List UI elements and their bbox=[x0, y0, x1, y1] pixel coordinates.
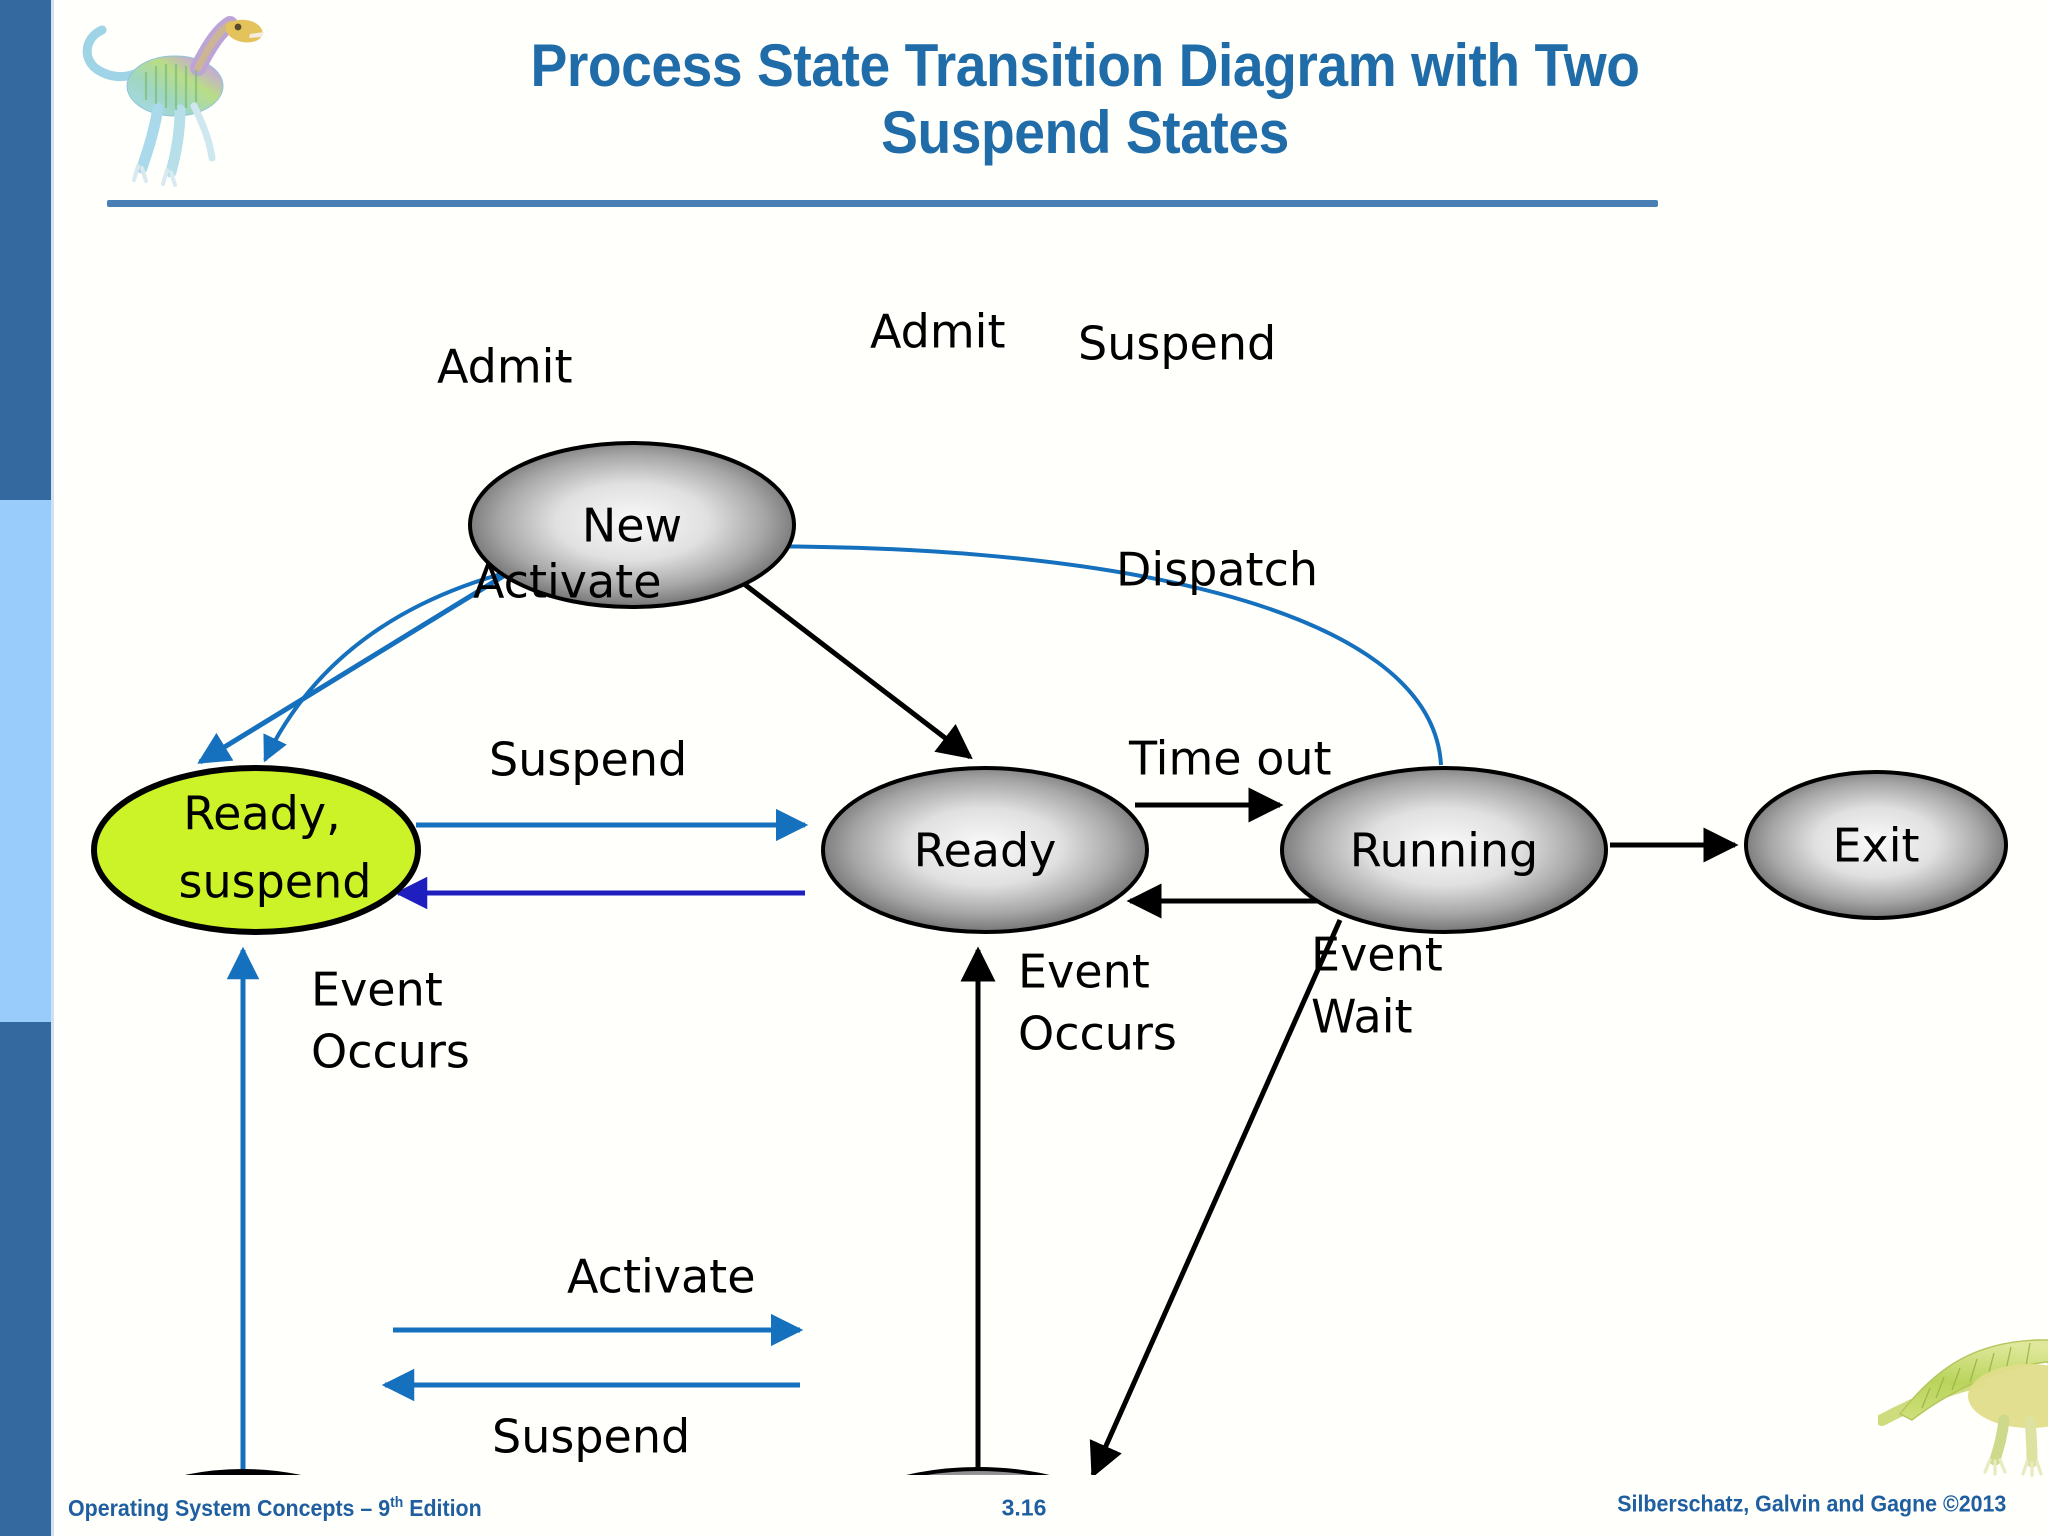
state-shape-blocked bbox=[906, 1467, 1050, 1475]
state-node-exit[interactable]: Exit bbox=[1744, 770, 2008, 920]
state-node-ready[interactable]: Ready bbox=[821, 766, 1149, 934]
edge-new-to-ready-suspend bbox=[197, 572, 507, 765]
diagram-edge-labels: Admit Admit Suspend Dispatch Activate Su… bbox=[311, 305, 1443, 1464]
state-shape-blocked-suspend bbox=[185, 1469, 301, 1475]
edge-label-activate-top: Activate bbox=[473, 555, 662, 609]
slide-title-line-1: Process State Transition Diagram with Tw… bbox=[530, 32, 1640, 99]
state-label-ready: Ready bbox=[914, 824, 1057, 878]
title-underline bbox=[107, 200, 1658, 207]
edge-label-event-occurs-left-line1: Event bbox=[311, 963, 443, 1017]
state-node-blocked[interactable]: Blocked bbox=[816, 1467, 1140, 1475]
sidebar-edge-line bbox=[51, 0, 54, 1536]
sidebar-band-bottom bbox=[0, 1022, 51, 1536]
sidebar-band-middle bbox=[0, 500, 51, 1022]
process-state-transition-diagram: New Ready, suspend Ready Running Exi bbox=[91, 305, 2008, 1475]
footer-slide-number: 3.16 bbox=[1001, 1494, 1047, 1521]
edge-label-activate-bottom: Activate bbox=[567, 1250, 756, 1304]
edge-label-suspend-middle: Suspend bbox=[489, 733, 687, 787]
edge-label-suspend-top: Suspend bbox=[1078, 317, 1276, 371]
state-shape-ready-suspend bbox=[91, 765, 421, 935]
slide-title-line-2: Suspend States bbox=[881, 99, 1289, 167]
diagram-edges bbox=[197, 544, 1739, 1475]
state-node-blocked-suspend[interactable]: Blocked, suspend bbox=[93, 1469, 393, 1475]
edge-label-dispatch: Dispatch bbox=[1116, 543, 1318, 597]
edge-label-admit-right: Admit bbox=[870, 305, 1005, 359]
edge-label-event-wait-line1: Event bbox=[1311, 928, 1443, 982]
footer-book-title-prefix: Operating System Concepts – 9 bbox=[68, 1494, 391, 1521]
sidebar-band-top bbox=[0, 0, 51, 500]
state-node-running[interactable]: Running bbox=[1280, 766, 1608, 934]
edge-label-time-out: Time out bbox=[1128, 732, 1332, 786]
edge-running-to-blocked bbox=[1089, 918, 1343, 1475]
footer-copyright: Silberschatz, Galvin and Gagne ©2013 bbox=[1616, 1490, 2006, 1517]
edge-label-event-wait-line2: Wait bbox=[1311, 990, 1413, 1044]
state-label-ready-suspend-line2: suspend bbox=[179, 855, 372, 909]
footer-book-title-suffix: Edition bbox=[403, 1494, 482, 1521]
edge-label-admit-left: Admit bbox=[437, 340, 572, 394]
dinosaur-icon-bottom bbox=[1878, 1339, 2048, 1477]
state-label-running: Running bbox=[1350, 824, 1539, 878]
slide-title: Process State Transition Diagram with Tw… bbox=[390, 32, 1779, 166]
state-shape-running bbox=[1280, 766, 1608, 934]
state-shape-new bbox=[468, 441, 796, 609]
edge-new-to-ready bbox=[733, 575, 973, 760]
state-label-new: New bbox=[582, 499, 682, 553]
dinosaur-icon-top bbox=[82, 16, 264, 187]
state-shape-exit bbox=[1744, 770, 2008, 920]
state-shape-ready bbox=[821, 766, 1149, 934]
state-node-ready-suspend[interactable]: Ready, suspend bbox=[91, 765, 421, 935]
edge-label-event-occurs-mid-line1: Event bbox=[1018, 945, 1150, 999]
diagram-nodes: New Ready, suspend Ready Running Exi bbox=[91, 441, 2008, 1475]
left-sidebar bbox=[0, 0, 51, 1536]
edge-label-event-occurs-mid-line2: Occurs bbox=[1018, 1007, 1177, 1061]
edge-label-event-occurs-left-line2: Occurs bbox=[311, 1025, 470, 1079]
footer-book-title: Operating System Concepts – 9th Edition bbox=[68, 1494, 482, 1522]
state-node-new[interactable]: New bbox=[468, 441, 796, 609]
edge-label-suspend-bottom: Suspend bbox=[492, 1410, 690, 1464]
state-label-ready-suspend-line1: Ready, bbox=[183, 787, 340, 841]
footer-edition-superscript: th bbox=[390, 1494, 404, 1512]
state-label-exit: Exit bbox=[1832, 819, 1919, 873]
